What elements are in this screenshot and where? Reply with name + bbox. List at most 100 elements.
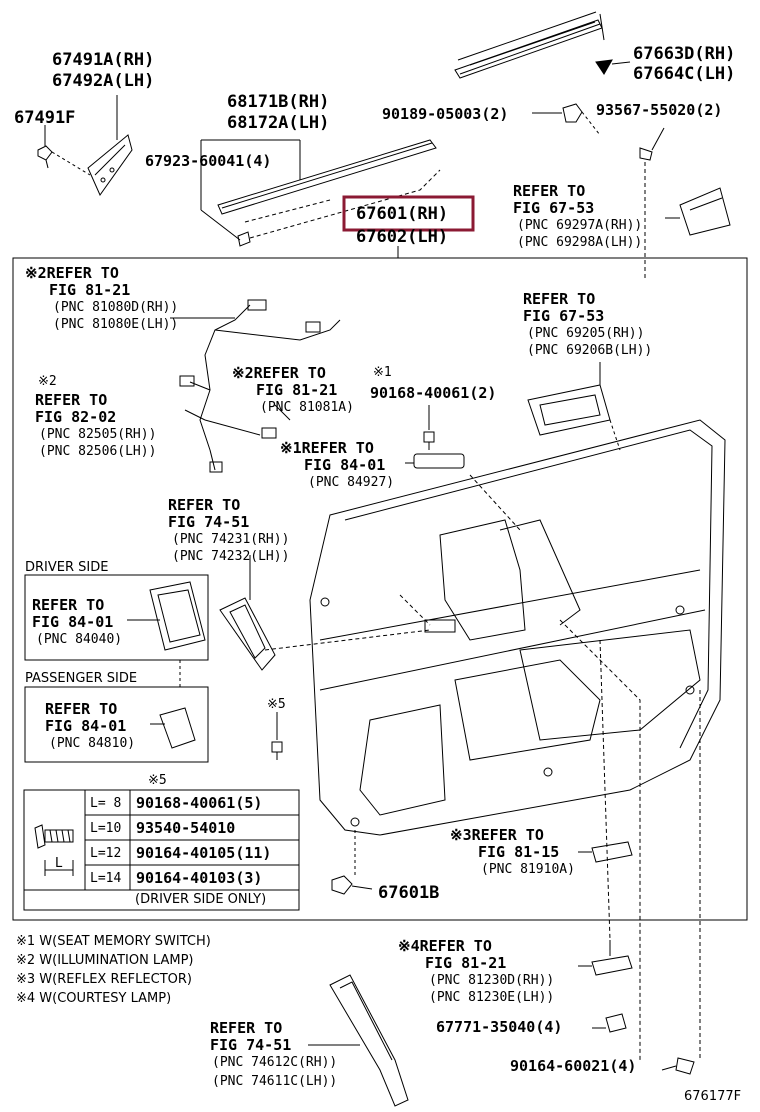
- label-68171b: 68171B(RH): [227, 92, 330, 112]
- refer-8202-3: (PNC 82505(RH)): [39, 427, 157, 442]
- label-67602-lh: 67602(LH): [356, 227, 449, 247]
- refer-8121a-1: ※2REFER TO: [25, 264, 119, 282]
- table-len-1: L= 8: [90, 796, 122, 811]
- table-part-1: 90168-40061(5): [136, 794, 263, 812]
- label-67491a: 67491A(RH): [52, 50, 155, 70]
- label-67492a: 67492A(LH): [52, 71, 155, 91]
- refer-8401b-3: (PNC 84040): [36, 632, 123, 647]
- refer-7451a-4: (PNC 74232(LH)): [172, 549, 290, 564]
- note-2: ※2 W(ILLUMINATION LAMP): [16, 953, 194, 968]
- mark5-a: ※5: [267, 697, 286, 712]
- screw-90168: [423, 431, 435, 443]
- table-len-3: L=12: [90, 846, 122, 861]
- figure-code: 676177F: [684, 1089, 742, 1104]
- part-67663d: [595, 59, 613, 75]
- refer-8401a-3: (PNC 84927): [308, 475, 395, 490]
- mirror-cover: [679, 187, 731, 236]
- driver-power-window-switch: [149, 581, 206, 651]
- refer-7451b-3: (PNC 74612C(RH)): [212, 1055, 338, 1070]
- clip-67923: [237, 231, 251, 247]
- label-90168-2: 90168-40061(2): [370, 384, 497, 402]
- passenger-switch: [159, 707, 196, 749]
- refer-6753a-3: (PNC 69297A(RH)): [517, 218, 643, 233]
- refer-6753a-1: REFER TO: [513, 182, 586, 200]
- label-93567: 93567-55020(2): [596, 101, 723, 119]
- refer-8401b-1: REFER TO: [32, 596, 105, 614]
- pull-handle-garnish: [329, 974, 409, 1107]
- passenger-side-box: [24, 686, 209, 763]
- refer-8115-3: (PNC 81910A): [481, 862, 575, 877]
- door-trim-panel: [309, 419, 726, 836]
- refer-8401c-3: (PNC 84810): [49, 736, 136, 751]
- driver-side-title: DRIVER SIDE: [25, 560, 109, 575]
- refer-6753a-4: (PNC 69298A(LH)): [517, 235, 643, 250]
- refer-8121c-4: (PNC 81230E(LH)): [429, 990, 555, 1005]
- refer-7451a-3: (PNC 74231(RH)): [172, 532, 290, 547]
- refer-8121a-3: (PNC 81080D(RH)): [53, 300, 179, 315]
- table-part-4: 90164-40103(3): [136, 869, 263, 887]
- label-90189: 90189-05003(2): [382, 105, 509, 123]
- label-67601b: 67601B: [378, 883, 440, 903]
- inner-handle: [527, 384, 611, 436]
- refer-8121c-2: FIG 81-21: [425, 954, 507, 972]
- bracket-67491a: [87, 134, 133, 197]
- table-part-2: 93540-54010: [136, 819, 236, 837]
- table-footnote: (DRIVER SIDE ONLY): [135, 892, 267, 907]
- refer-8202-4: (PNC 82506(LH)): [39, 444, 157, 459]
- screw-drawing: [34, 824, 46, 849]
- wire-harness: [199, 304, 251, 451]
- clip-67601b: [331, 875, 353, 895]
- clip-90189: [562, 103, 583, 123]
- refer-7451b-2: FIG 74-51: [210, 1036, 292, 1054]
- label-67664c: 67664C(LH): [633, 64, 736, 84]
- note-3: ※3 W(REFLEX REFLECTOR): [16, 972, 192, 987]
- screw-table-frame: [23, 789, 300, 911]
- refer-7451a-2: FIG 74-51: [168, 513, 250, 531]
- window-frame-moulding: [454, 19, 603, 79]
- refer-8401b-2: FIG 84-01: [32, 613, 114, 631]
- table-len-2: L=10: [90, 821, 122, 836]
- refer-8202-2: FIG 82-02: [35, 408, 117, 426]
- refer-8121b-2: FIG 81-21: [256, 381, 338, 399]
- passenger-side-title: PASSENGER SIDE: [25, 671, 138, 686]
- label-68172a: 68172A(LH): [227, 113, 330, 133]
- main-panel-frame: [12, 257, 748, 921]
- memory-switch: [413, 453, 465, 469]
- refer-6753b-1: REFER TO: [523, 290, 596, 308]
- label-67663d: 67663D(RH): [633, 44, 736, 64]
- clip-67771: [605, 1013, 627, 1033]
- screw-90164-60021: [675, 1057, 695, 1075]
- refer-6753b-2: FIG 67-53: [523, 307, 605, 325]
- table-part-3: 90164-40105(11): [136, 844, 272, 862]
- belt-weatherstrip: [217, 139, 437, 215]
- armrest-insert: [219, 597, 276, 671]
- refer-8115-1: ※3REFER TO: [450, 826, 544, 844]
- refer-6753a-2: FIG 67-53: [513, 199, 595, 217]
- refer-8121b-1: ※2REFER TO: [232, 364, 326, 382]
- refer-8401a-2: FIG 84-01: [304, 456, 386, 474]
- refer-8121b-3: (PNC 81081A): [260, 400, 354, 415]
- refer-8121a-2: FIG 81-21: [49, 281, 131, 299]
- mark2-82-02: ※2: [38, 374, 57, 389]
- refer-8401c-1: REFER TO: [45, 700, 118, 718]
- refer-8401a-1: ※1REFER TO: [280, 439, 374, 457]
- label-67771: 67771-35040(4): [436, 1018, 563, 1036]
- refer-7451b-4: (PNC 74611C(LH)): [212, 1074, 338, 1089]
- refer-8121c-1: ※4REFER TO: [398, 937, 492, 955]
- refer-6753b-4: (PNC 69206B(LH)): [527, 343, 653, 358]
- refer-6753b-3: (PNC 69205(RH)): [527, 326, 645, 341]
- mark5-b: ※5: [148, 773, 167, 788]
- dimension-l: L: [55, 856, 63, 871]
- refer-8121a-4: (PNC 81080E(LH)): [53, 317, 179, 332]
- highlight-67601: [342, 195, 475, 232]
- window-switch: [424, 619, 456, 633]
- refer-8401c-2: FIG 84-01: [45, 717, 127, 735]
- label-67923: 67923-60041(4): [145, 152, 272, 170]
- screw-mark5: [271, 741, 283, 753]
- refer-8121c-3: (PNC 81230D(RH)): [429, 973, 555, 988]
- clip-67491f: [37, 145, 53, 161]
- refer-8202-1: REFER TO: [35, 391, 108, 409]
- note-4: ※4 W(COURTESY LAMP): [16, 991, 172, 1006]
